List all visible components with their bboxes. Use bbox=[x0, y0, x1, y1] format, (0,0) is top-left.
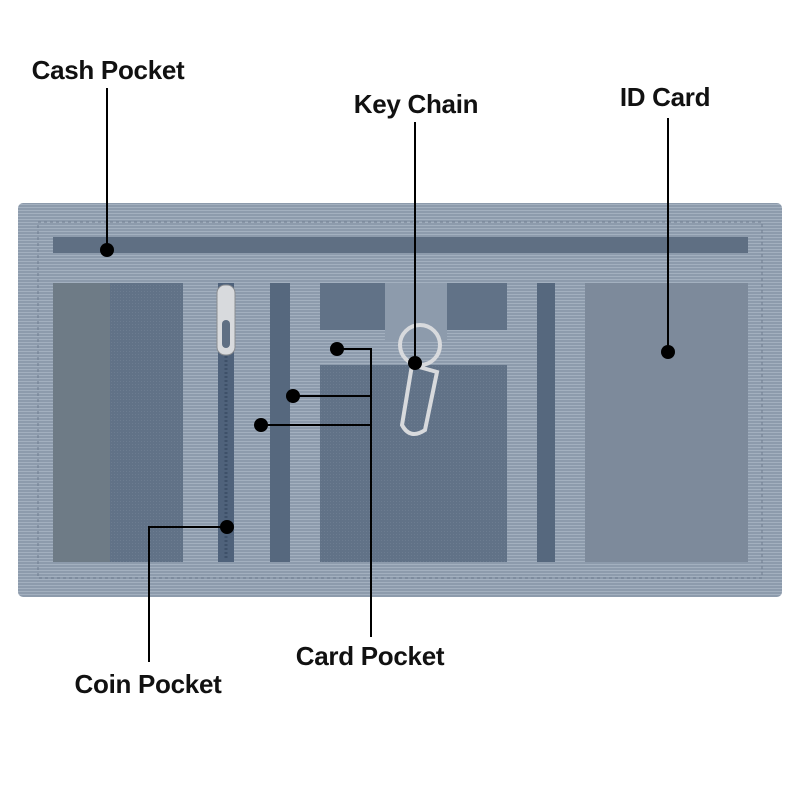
card-pocket-label: Card Pocket bbox=[295, 641, 445, 671]
card-pocket-marker bbox=[254, 418, 268, 432]
coin-pocket-marker bbox=[220, 520, 234, 534]
coin-pocket-label: Coin Pocket bbox=[74, 669, 222, 699]
card-pocket-marker bbox=[330, 342, 344, 356]
id-card-marker bbox=[661, 345, 675, 359]
card-pocket-marker bbox=[286, 389, 300, 403]
card-slot-2 bbox=[537, 283, 555, 562]
leader-lines bbox=[106, 88, 669, 662]
key-chain-marker bbox=[408, 356, 422, 370]
wallet-stitch-border bbox=[37, 221, 763, 579]
coin-pocket-left-panel bbox=[53, 283, 110, 562]
cash-pocket-slot bbox=[53, 237, 748, 253]
card-pocket-lower bbox=[320, 365, 507, 562]
carabiner-clip bbox=[399, 362, 440, 436]
card-slot-1 bbox=[270, 283, 290, 562]
key-chain-label: Key Chain bbox=[353, 89, 479, 119]
id-card-label: ID Card bbox=[619, 82, 711, 112]
cash-pocket-label: Cash Pocket bbox=[31, 55, 185, 85]
cash-pocket-marker bbox=[100, 243, 114, 257]
id-card-window bbox=[585, 283, 748, 562]
coin-pocket-panel bbox=[110, 283, 183, 562]
